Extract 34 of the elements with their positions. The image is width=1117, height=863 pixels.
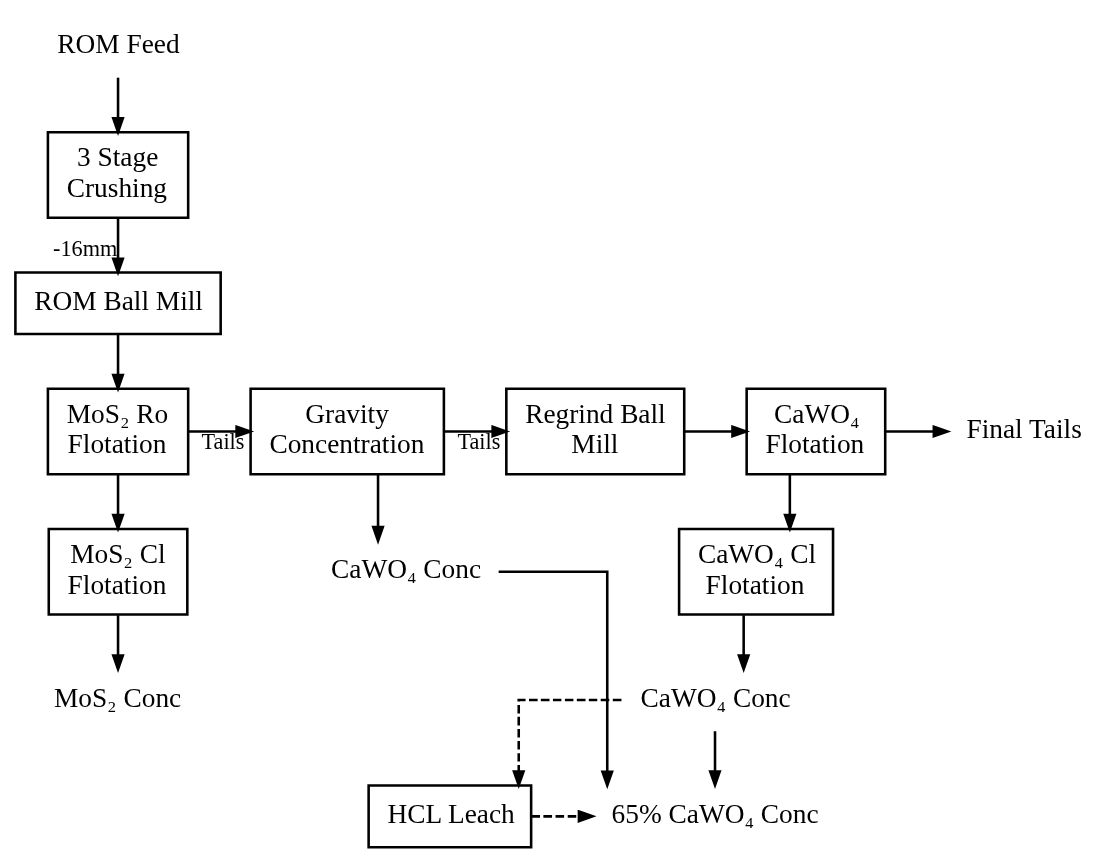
arrow [371,474,385,545]
node-text: Final Tails [966,414,1082,444]
arrow [885,424,952,439]
node-text: CaWO₄ Conc [331,554,482,585]
node-box: Gravity Concentration [249,387,446,476]
arrow [684,424,751,439]
node-text: ROM Feed [57,29,180,60]
node-text: CaWO₄ Conc [640,682,791,713]
arrow [111,615,125,674]
arrow [111,218,125,277]
arrow [531,809,597,823]
node-box: MoS₂ Cl Flotation [47,527,189,616]
arrow [512,698,622,790]
edge-label: Tails [201,429,245,455]
edge-label: Tails [457,429,501,455]
arrow [111,334,125,393]
arrow [444,424,511,439]
node-box: Regrind Ball Mill [505,387,686,476]
node-box: 3 Stage Crushing [46,130,190,219]
arrow [188,424,255,439]
edge-label: -16mm [53,236,118,262]
node-text: 65% CaWO₄ Conc [611,798,819,829]
node-box: HCL Leach [367,784,533,849]
node-box: ROM Ball Mill [14,271,222,336]
node-box: MoS₂ Ro Flotation [46,387,190,476]
arrow [498,570,614,790]
arrow [111,77,125,136]
node-box: CaWO₄ Cl Flotation [677,527,835,616]
node-text: MoS₂ Conc [53,682,182,713]
arrow [708,731,722,789]
node-box: CaWO₄ Flotation [745,387,887,476]
arrow [737,615,751,674]
arrow [783,474,797,533]
arrow [111,474,125,533]
